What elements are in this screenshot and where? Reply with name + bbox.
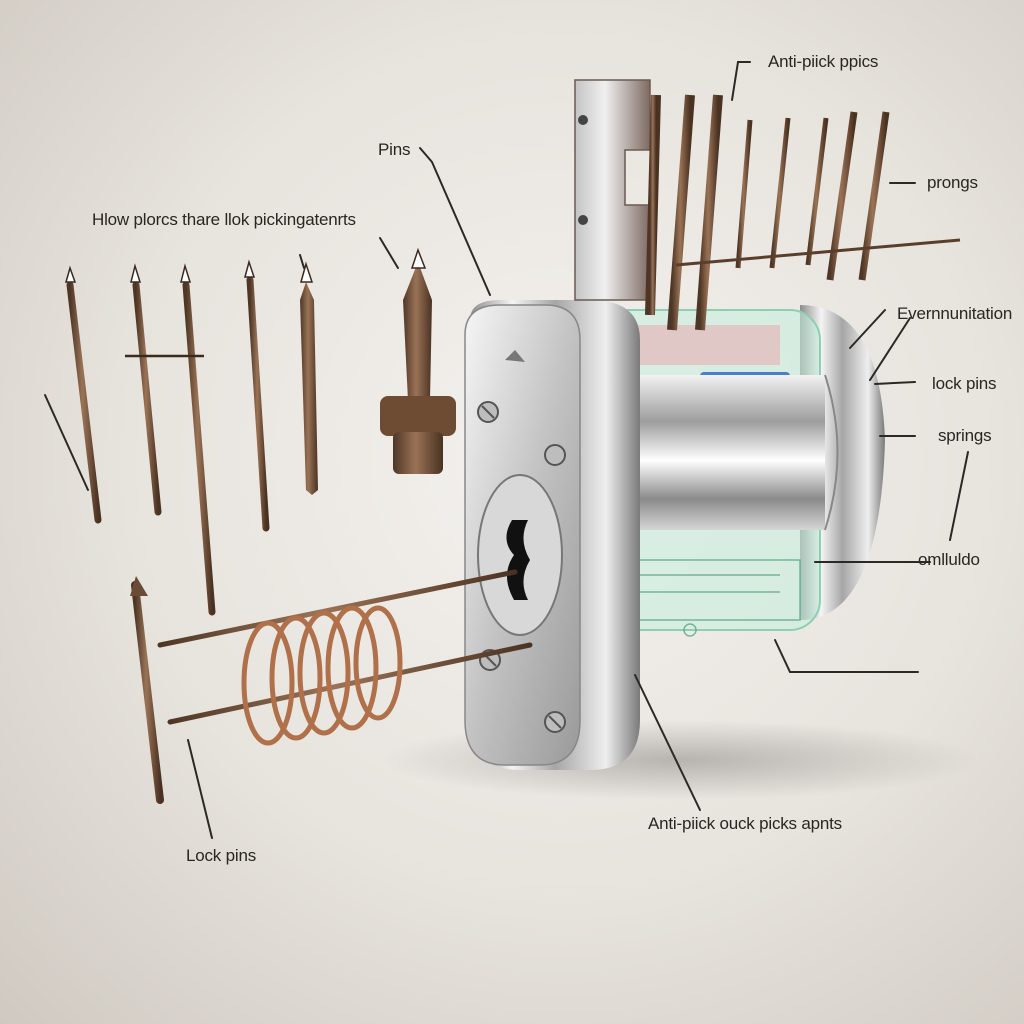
prongs-rack	[645, 94, 965, 331]
label-omluldo: omlluldo	[918, 550, 980, 569]
label-evernnunitation: Evernnunitation	[897, 304, 1013, 323]
leader-lines	[44, 61, 969, 839]
label-prongs: prongs	[927, 173, 978, 192]
label-anti-pick-bottom: Anti-piick ouck picks apnts	[648, 814, 842, 833]
coil-spring	[241, 605, 403, 746]
label-springs: springs	[938, 426, 992, 445]
pin-bracket	[574, 79, 651, 301]
label-anti-pick-pins: Anti-piick ppics	[768, 52, 879, 71]
label-lock-pins-left: Lock pins	[186, 846, 257, 865]
label-pins: Pins	[378, 140, 411, 159]
label-lock-pins-right: lock pins	[932, 374, 997, 393]
loose-picks	[65, 259, 318, 804]
label-how-picks: Hlow plorcs thare llok pickingatenrts	[92, 210, 356, 229]
tension-tool	[380, 247, 456, 474]
lock-cylinder	[464, 300, 885, 770]
